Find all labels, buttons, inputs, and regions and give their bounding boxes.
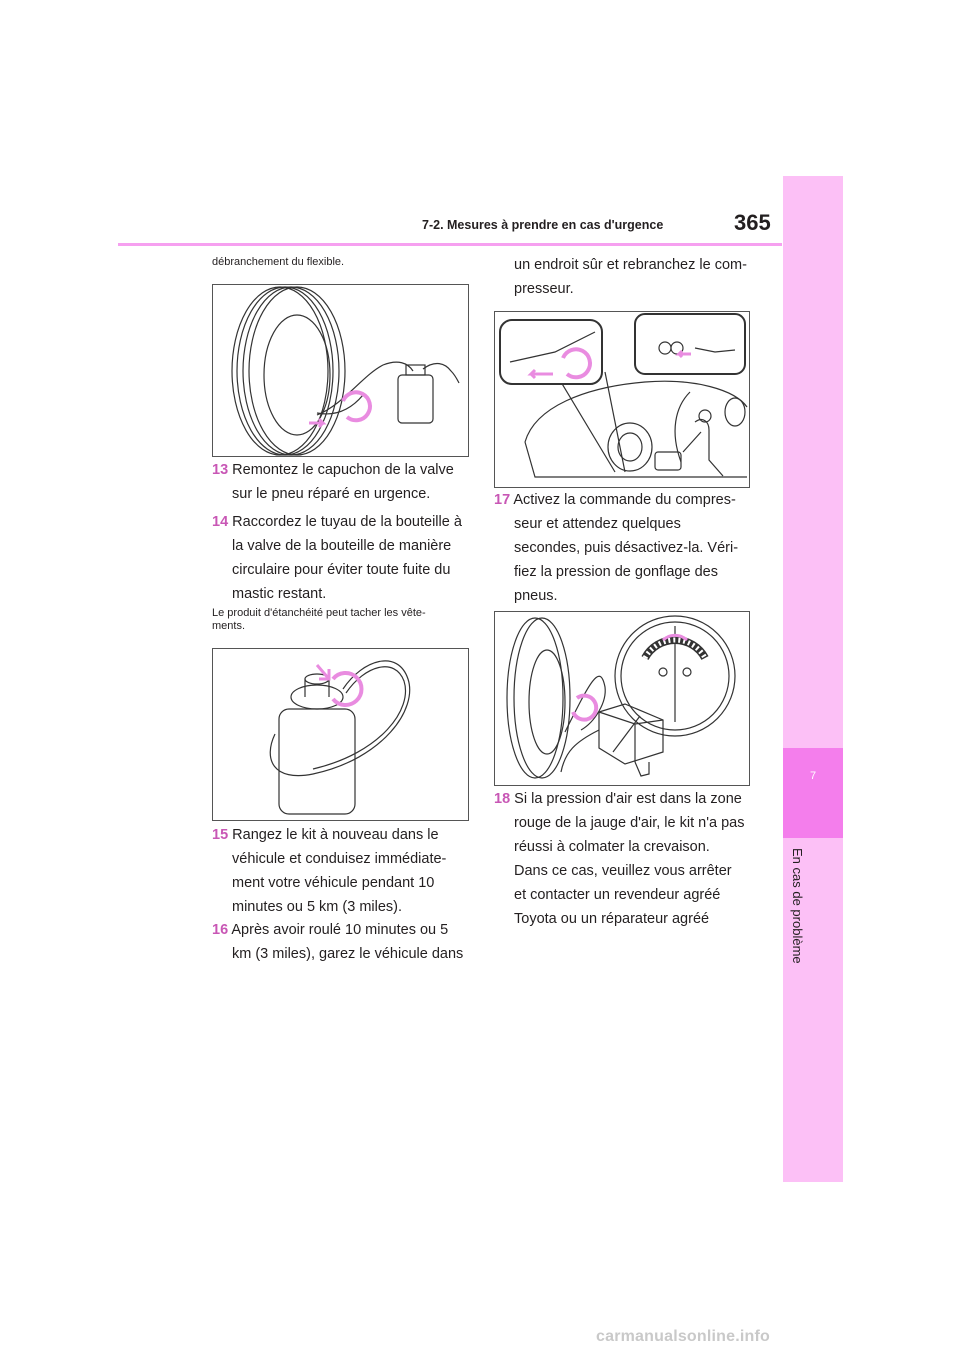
step-number: 14 [212, 514, 229, 530]
note-text: Le produit d'étanchéité peut tacher les … [212, 607, 426, 633]
step-text-line: un endroit sûr et rebranchez le com- [514, 257, 747, 273]
step-text-line: véhicule et conduisez immédiate- [232, 851, 447, 867]
step-18: 18 Si la pression d'air est dans la zone… [494, 787, 744, 931]
step-number: 18 [494, 791, 511, 807]
step-14: 14 Raccordez le tuyau de la bouteille à … [212, 510, 462, 606]
chapter-tab-marker [783, 748, 843, 838]
step-text-line: ment votre véhicule pendant 10 [232, 875, 435, 891]
figure-car-compressor [494, 311, 750, 488]
step-text-line: sur le pneu réparé en urgence. [232, 486, 431, 502]
footer-watermark[interactable]: carmanualsonline.info [596, 1328, 771, 1345]
step-text-line: Activez la commande du compres- [513, 492, 736, 508]
step-text-line: minutes ou 5 km (3 miles). [232, 899, 403, 915]
chapter-title: En cas de problème [790, 848, 805, 964]
figure-bottle-hose [212, 648, 469, 821]
header-divider [118, 243, 782, 246]
chapter-side-tab [783, 176, 843, 1182]
intro-text: débranchement du flexible. [212, 256, 345, 268]
step-text-line: pneus. [514, 588, 558, 604]
page-number: 365 [734, 210, 771, 235]
chapter-number: 7 [809, 770, 817, 782]
note-line: Le produit d'étanchéité peut tacher les … [212, 607, 426, 619]
step-text-line: Raccordez le tuyau de la bouteille à [232, 514, 462, 530]
step-text-line: Après avoir roulé 10 minutes ou 5 [231, 922, 449, 938]
step-text-line: seur et attendez quelques [514, 516, 681, 532]
step-text-line: et contacter un revendeur agréé [514, 887, 721, 903]
step-text-line: fiez la pression de gonflage des [514, 564, 718, 580]
figure-pressure-gauge [494, 611, 750, 786]
step-text-line: réussi à colmater la crevaison. [514, 839, 710, 855]
step-16: 16 Après avoir roulé 10 minutes ou 5 km … [212, 918, 463, 966]
step-text-line: rouge de la jauge d'air, le kit n'a pas [514, 815, 745, 831]
step-13: 13 Remontez le capuchon de la valve sur … [212, 458, 454, 506]
figure-tire-valve-cap [212, 284, 469, 457]
step-text-line: Remontez le capuchon de la valve [232, 462, 454, 478]
step-text-line: Rangez le kit à nouveau dans le [232, 827, 439, 843]
step-text-line: Si la pression d'air est dans la zone [514, 791, 742, 807]
step-text-line: presseur. [514, 281, 574, 297]
step-16-continuation: un endroit sûr et rebranchez le com- pre… [514, 253, 747, 301]
step-text-line: km (3 miles), garez le véhicule dans [232, 946, 464, 962]
note-line: ments. [212, 620, 246, 632]
step-17: 17 Activez la commande du compres- seur … [494, 488, 738, 608]
step-number: 16 [212, 922, 229, 938]
step-text-line: mastic restant. [232, 586, 327, 602]
step-text-line: Toyota ou un réparateur agréé [514, 911, 710, 927]
step-text-line: Dans ce cas, veuillez vous arrêter [514, 863, 732, 879]
step-text-line: secondes, puis désactivez-la. Véri- [514, 540, 739, 556]
step-text-line: circulaire pour éviter toute fuite du [232, 562, 451, 578]
step-15: 15 Rangez le kit à nouveau dans le véhic… [212, 823, 446, 919]
section-title: 7-2. Mesures à prendre en cas d'urgence [422, 218, 664, 232]
step-number: 17 [494, 492, 511, 508]
step-text-line: la valve de la bouteille de manière [232, 538, 452, 554]
step-number: 13 [212, 462, 229, 478]
step-number: 15 [212, 827, 229, 843]
